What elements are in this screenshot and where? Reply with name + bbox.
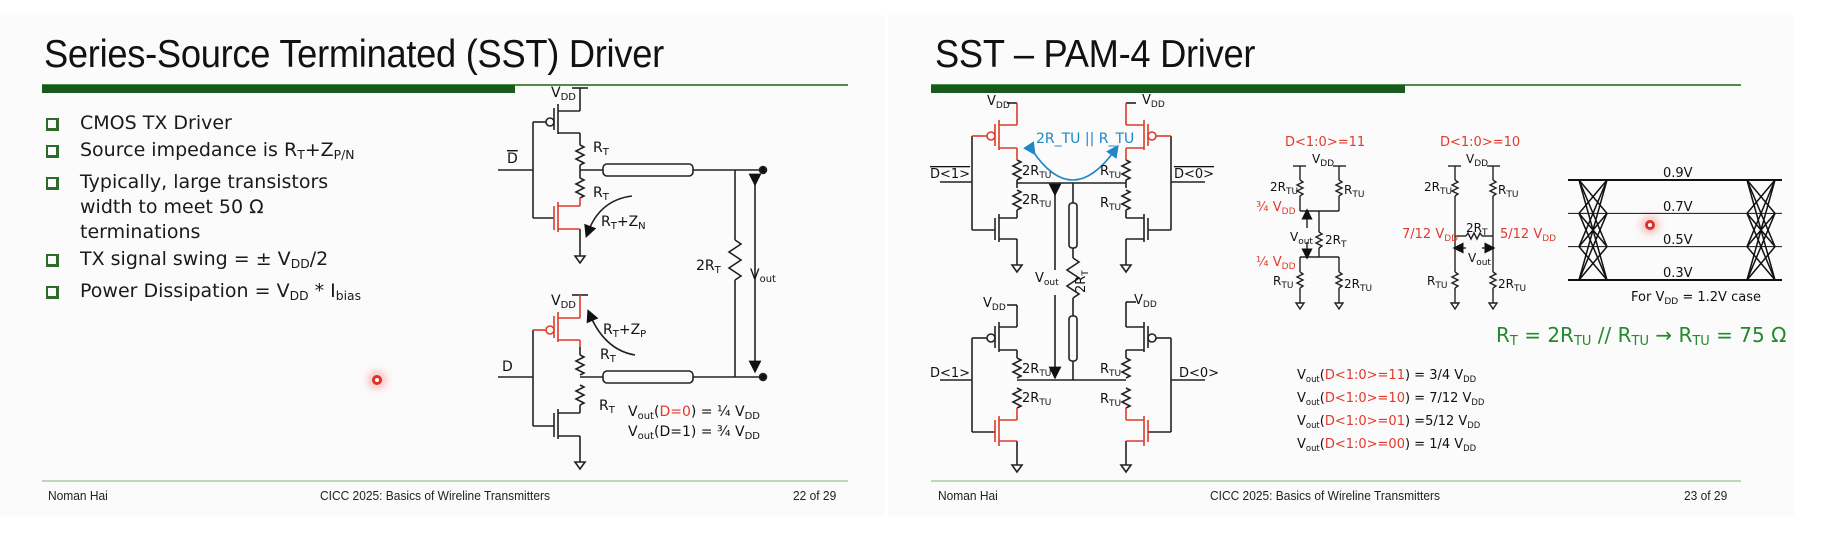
bullet-item: TX signal swing = ± VDD/2 [44,247,380,277]
footer-event: CICC 2025: Basics of Wireline Transmitte… [320,488,550,503]
footer-event: CICC 2025: Basics of Wireline Transmitte… [1210,488,1440,503]
rtu-formula: RT = 2RTU // RTU → RTU = 75 Ω [1496,323,1787,349]
slide-23 [888,15,1794,516]
vout-equation: Vout(D<1:0>=00) = 1/4 VDD [1297,437,1477,453]
bullet-item: CMOS TX Driver [44,111,380,136]
bullet-item: Power Dissipation = VDD * Ibias [44,279,380,309]
slide-title: SST – PAM-4 Driver [935,33,1256,76]
bullet-item: Source impedance is RT+ZP/N [44,138,380,168]
title-accent-bar [931,85,1405,93]
bullet-list: CMOS TX Driver Source impedance is RT+ZP… [44,111,380,311]
vout-equation: Vout(D<1:0>=01) =5/12 VDD [1297,414,1481,430]
footer-rule [931,480,1741,482]
footer-page-number: 23 of 29 [1684,488,1728,503]
footer-author: Noman Hai [938,488,998,503]
vout-equation: Vout(D<1:0>=10) = 7/12 VDD [1297,391,1485,407]
vout-equation: Vout(D<1:0>=11) = 3/4 VDD [1297,368,1477,384]
checkbox-bullet-icon [46,286,59,299]
checkbox-bullet-icon [46,254,59,267]
pointer-cursor-icon [1645,220,1655,230]
checkbox-bullet-icon [46,145,59,158]
title-accent-bar [42,85,515,93]
slide-title: Series-Source Terminated (SST) Driver [44,33,664,76]
footer-rule [42,480,848,482]
footer-page-number: 22 of 29 [793,488,837,503]
pam4-vout-equations: Vout(D<1:0>=11) = 3/4 VDD Vout(D<1:0>=10… [1297,366,1484,458]
pointer-cursor-icon [372,375,382,385]
checkbox-bullet-icon [46,118,59,131]
footer-author: Noman Hai [48,488,108,503]
checkbox-bullet-icon [46,177,59,190]
